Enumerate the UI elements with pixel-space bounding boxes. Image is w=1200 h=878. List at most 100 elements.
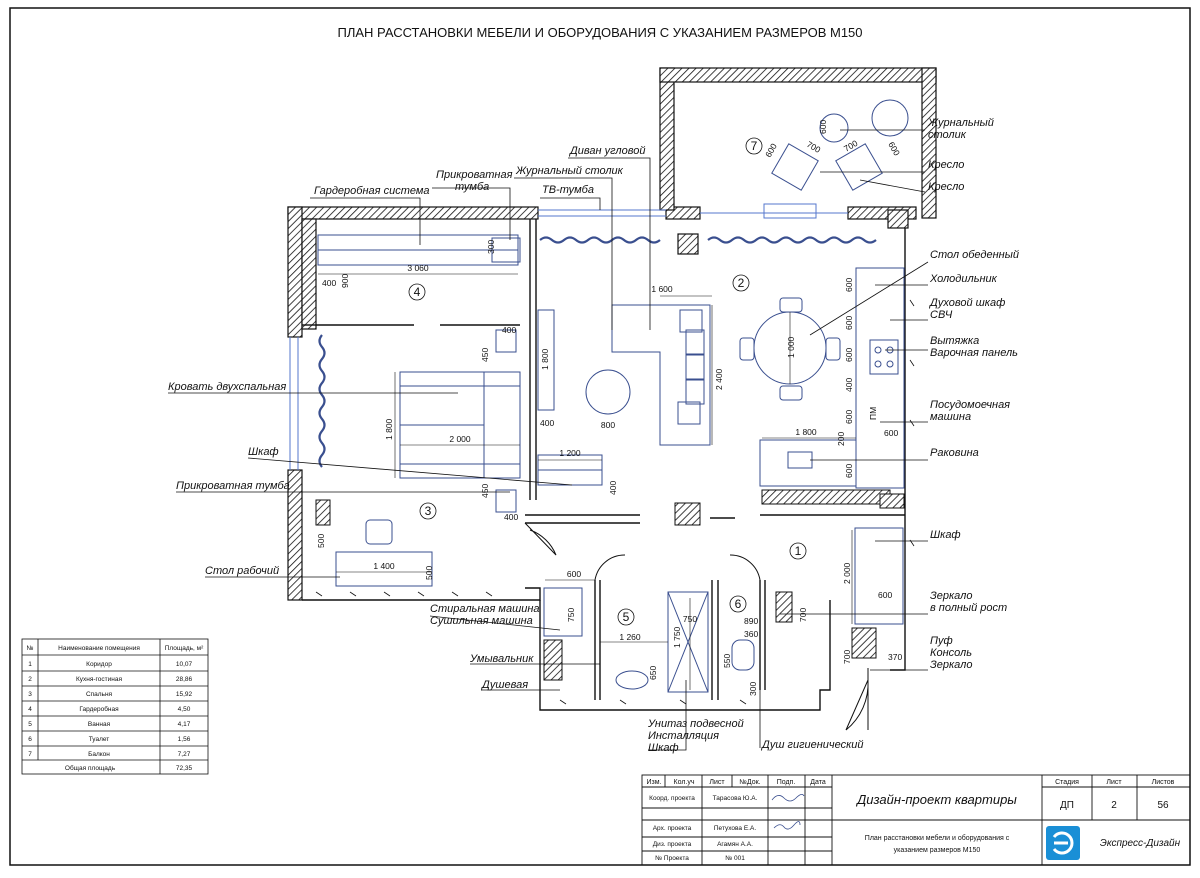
dim-1600: 1 600 bbox=[651, 284, 673, 294]
leader-lines bbox=[168, 129, 929, 751]
dim-1800k: 1 800 bbox=[795, 427, 817, 437]
dim-2400: 2 400 bbox=[714, 368, 724, 390]
area-row-name: Балкон bbox=[88, 751, 110, 758]
area-row-value: 15,92 bbox=[176, 691, 193, 698]
dim-700-chair1: 700 bbox=[805, 139, 823, 155]
toilet bbox=[731, 639, 755, 671]
furniture bbox=[317, 99, 909, 693]
label-hood-1: Вытяжка bbox=[930, 335, 979, 347]
area-row-num: 2 bbox=[28, 676, 32, 683]
label-washbasin: Умывальник bbox=[469, 653, 534, 665]
wall-ticks bbox=[315, 299, 915, 705]
room-number-7: 7 bbox=[751, 139, 758, 153]
dim-600c: 600 bbox=[844, 348, 854, 362]
dim-600h: 600 bbox=[878, 590, 892, 600]
label-oven-2: СВЧ bbox=[930, 309, 953, 321]
dim-1750: 1 750 bbox=[672, 626, 682, 648]
area-row-name: Коридор bbox=[86, 661, 112, 668]
kitchen-cabinets bbox=[855, 267, 905, 489]
dim-500: 500 bbox=[316, 534, 326, 548]
bedside-table-right bbox=[495, 329, 517, 353]
tb-stage: ДП bbox=[1060, 800, 1074, 811]
sheet-frame bbox=[9, 7, 1191, 866]
tb-sheet: 2 bbox=[1111, 800, 1117, 811]
washing-machine bbox=[543, 587, 583, 637]
dim-450a: 450 bbox=[480, 348, 490, 362]
dim-400a: 400 bbox=[322, 278, 336, 288]
tb-sheets-label: Листов bbox=[1152, 779, 1175, 786]
dim-3060: 3 060 bbox=[407, 263, 429, 273]
area-row-name: Гардеробная bbox=[79, 705, 119, 713]
label-sink: Раковина bbox=[930, 447, 979, 459]
area-row-value: 7,27 bbox=[178, 751, 191, 758]
tb-role: Коорд. проекта bbox=[649, 795, 695, 802]
label-pm: ПМ bbox=[868, 407, 878, 420]
plant bbox=[871, 99, 909, 137]
area-row-name: Спальня bbox=[86, 691, 113, 698]
room-numbers bbox=[408, 137, 807, 626]
bedside-table-top bbox=[491, 237, 521, 263]
bedside-table-left bbox=[495, 489, 517, 513]
exterior-walls bbox=[287, 67, 937, 601]
signature-1 bbox=[771, 794, 805, 802]
title-block bbox=[641, 774, 1191, 866]
area-row-num: 4 bbox=[28, 706, 32, 713]
dim-600-washer: 600 bbox=[567, 569, 581, 579]
coffee-table bbox=[585, 369, 631, 415]
dim-600-chair2: 600 bbox=[886, 140, 902, 158]
label-toilet-1: Унитаз подвесной bbox=[647, 718, 744, 730]
label-closet-right: Шкаф bbox=[930, 529, 961, 541]
dim-700b: 700 bbox=[842, 650, 852, 664]
area-row-num: 6 bbox=[28, 736, 32, 743]
room-number-2: 2 bbox=[738, 276, 745, 290]
dimension-lines bbox=[318, 273, 856, 690]
area-row-num: 7 bbox=[28, 751, 32, 758]
tb-sheet-title-2: указанием размеров М150 bbox=[894, 847, 981, 854]
tb-name: Агамян А.А. bbox=[717, 841, 753, 848]
company-logo bbox=[1046, 826, 1080, 860]
label-wardrobe-system: Гардеробная система bbox=[314, 185, 430, 197]
area-total-value: 72,35 bbox=[176, 765, 193, 772]
area-row-value: 4,17 bbox=[178, 721, 191, 728]
area-row-num: 1 bbox=[28, 661, 32, 668]
label-tv-stand: ТВ-тумба bbox=[542, 184, 594, 196]
washbasin bbox=[615, 670, 649, 690]
area-row-num: 3 bbox=[28, 691, 32, 698]
label-toilet-2: Инсталляция bbox=[648, 730, 719, 742]
area-row-value: 10,07 bbox=[176, 661, 193, 668]
area-table-rows: 1 Коридор 10,07 2 Кухня-гостиная 28,86 3… bbox=[28, 661, 192, 758]
dim-2000: 2 000 bbox=[842, 562, 852, 584]
area-row-num: 5 bbox=[28, 721, 32, 728]
room-number-6: 6 bbox=[735, 597, 742, 611]
dim-400c: 400 bbox=[608, 481, 618, 495]
window-glazing bbox=[289, 203, 848, 470]
dim-900: 900 bbox=[340, 274, 350, 288]
label-desk: Стол рабочий bbox=[205, 565, 279, 577]
drawing-title: ПЛАН РАССТАНОВКИ МЕБЕЛИ И ОБОРУДОВАНИЯ С… bbox=[337, 25, 862, 40]
label-balcony-table-2: столик bbox=[928, 129, 967, 141]
tb-head-izm: Изм. bbox=[647, 779, 662, 786]
room-number-5: 5 bbox=[623, 610, 630, 624]
tb-head-list: Лист bbox=[709, 779, 725, 786]
label-corner-sofa: Диван угловой bbox=[568, 145, 645, 157]
dim-1260: 1 260 bbox=[619, 632, 641, 642]
dim-1000: 1 000 bbox=[786, 336, 796, 358]
dim-1800bed: 1 800 bbox=[384, 418, 394, 440]
tb-head-doc: №Док. bbox=[739, 779, 760, 786]
label-dishwasher-2: машина bbox=[930, 411, 971, 423]
dim-450b: 450 bbox=[480, 484, 490, 498]
dim-400b: 400 bbox=[502, 325, 516, 335]
work-desk bbox=[335, 551, 433, 587]
dim-600-chair1: 600 bbox=[763, 141, 779, 159]
label-balcony-table-1: Журнальный bbox=[927, 117, 994, 129]
area-row-value: 1,56 bbox=[178, 736, 191, 743]
tb-name: № 001 bbox=[725, 855, 745, 862]
dim-1800v: 1 800 bbox=[540, 348, 550, 370]
dim-600-balcony-table: 600 bbox=[818, 120, 828, 134]
area-table bbox=[21, 638, 209, 775]
label-coffee-table-top: Журнальный столик bbox=[515, 165, 624, 177]
doors bbox=[524, 522, 869, 731]
armchair-1 bbox=[771, 143, 819, 191]
dim-300b: 300 bbox=[748, 682, 758, 696]
